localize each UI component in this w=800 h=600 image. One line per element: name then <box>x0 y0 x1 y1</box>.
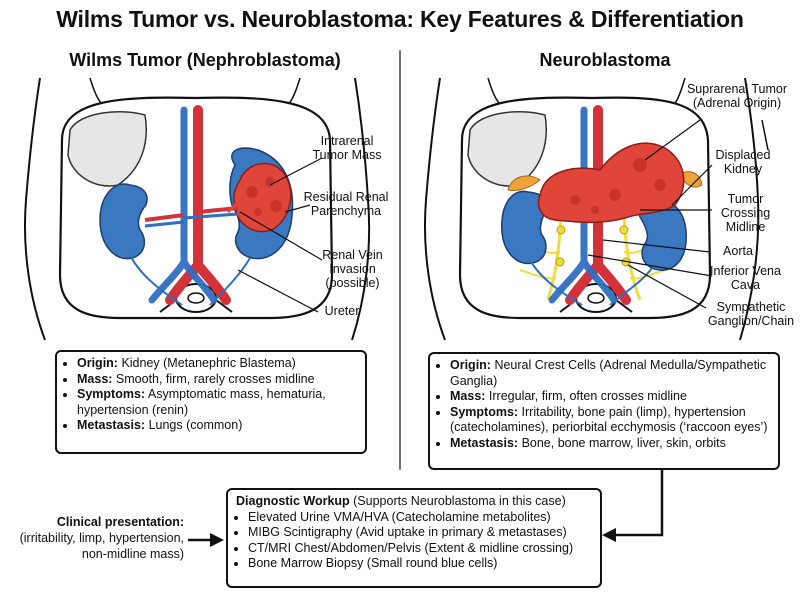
label-intrarenal-tumor: Intrarenal Tumor Mass <box>312 134 382 162</box>
workup-item: Elevated Urine VMA/HVA (Catecholamine me… <box>248 510 592 526</box>
neuroblastoma-heading: Neuroblastoma <box>539 50 671 70</box>
wilms-fact: Origin: Kidney (Metanephric Blastema) <box>77 356 357 372</box>
neuroblastoma-fact: Origin: Neural Crest Cells (Adrenal Medu… <box>450 358 770 389</box>
neuroblastoma-facts-box: Origin: Neural Crest Cells (Adrenal Medu… <box>428 352 780 470</box>
clinical-presentation: Clinical presentation: (irritability, li… <box>4 514 184 562</box>
wilms-fact-key: Metastasis: <box>77 418 146 432</box>
label-renal-vein-invasion: Renal Vein Invasion (possible) <box>322 248 383 290</box>
wilms-facts-box: Origin: Kidney (Metanephric Blastema)Mas… <box>55 350 367 454</box>
neuroblastoma-fact-value: Irritability, bone pain (limp), hyperten… <box>450 404 768 435</box>
neuroblastoma-fact-value: Bone, bone marrow, liver, skin, orbits <box>518 435 726 450</box>
label-tumor-crossing-midline: Tumor Crossing Midline <box>720 192 771 234</box>
wilms-fact: Symptoms: Asymptomatic mass, hematuria, … <box>77 387 357 418</box>
wilms-heading: Wilms Tumor (Nephroblastoma) <box>69 50 341 70</box>
workup-subtitle: (Supports Neuroblastoma in this case) <box>349 494 566 508</box>
wilms-fact-value: Kidney (Metanephric Blastema) <box>117 356 296 370</box>
neuroblastoma-fact-value: Irregular, firm, often crosses midline <box>485 389 687 403</box>
wilms-fact-value: Lungs (common) <box>145 418 243 432</box>
workup-item: Bone Marrow Biopsy (Small round blue cel… <box>248 556 592 572</box>
workup-heading: Diagnostic Workup (Supports Neuroblastom… <box>236 494 592 510</box>
neuroblastoma-illustration <box>423 77 769 341</box>
neuroblastoma-fact: Metastasis: Bone, bone marrow, liver, sk… <box>450 436 770 452</box>
page-title: Wilms Tumor vs. Neuroblastoma: Key Featu… <box>56 6 744 32</box>
wilms-fact: Metastasis: Lungs (common) <box>77 418 357 434</box>
neuroblastoma-fact-value: Neural Crest Cells (Adrenal Medulla/Symp… <box>450 358 767 388</box>
neuroblastoma-fact: Mass: Irregular, firm, often crosses mid… <box>450 389 770 405</box>
label-displaced-kidney: Displaced Kidney <box>715 148 771 176</box>
neuroblastoma-facts-list: Origin: Neural Crest Cells (Adrenal Medu… <box>438 358 770 451</box>
diagnostic-workup-box: Diagnostic Workup (Supports Neuroblastom… <box>226 488 602 588</box>
label-residual-parenchyma: Residual Renal Parenchyma <box>303 190 389 218</box>
workup-item: CT/MRI Chest/Abdomen/Pelvis (Extent & mi… <box>248 541 592 557</box>
workup-title: Diagnostic Workup <box>236 494 350 508</box>
wilms-fact-key: Origin: <box>77 356 118 370</box>
wilms-fact: Mass: Smooth, firm, rarely crosses midli… <box>77 372 357 388</box>
neuroblastoma-fact-key: Symptoms: <box>450 404 519 419</box>
wilms-fact-value: Smooth, firm, rarely crosses midline <box>112 371 315 386</box>
neuroblastoma-fact: Symptoms: Irritability, bone pain (limp)… <box>450 405 770 436</box>
clinical-title: Clinical presentation: <box>56 515 184 529</box>
wilms-fact-value: Asymptomatic mass, hematuria, hypertensi… <box>77 387 326 417</box>
label-aorta: Aorta <box>723 244 753 258</box>
label-suprarenal-tumor: Suprarenal Tumor (Adrenal Origin) <box>686 82 788 110</box>
wilms-fact-key: Symptoms: <box>77 387 146 401</box>
neuroblastoma-fact-key: Metastasis: <box>450 435 519 450</box>
wilms-facts-list: Origin: Kidney (Metanephric Blastema)Mas… <box>65 356 357 434</box>
label-ureter: Ureter <box>324 304 360 318</box>
wilms-illustration <box>23 77 371 341</box>
workup-item: MIBG Scintigraphy (Avid uptake in primar… <box>248 525 592 541</box>
label-sympathetic-chain: Sympathetic Ganglion/Chain <box>707 300 795 328</box>
label-ivc: Inferior Vena Cava <box>710 264 781 292</box>
neuroblastoma-fact-key: Mass: <box>450 389 486 403</box>
neuroblastoma-fact-key: Origin: <box>450 358 491 372</box>
wilms-fact-key: Mass: <box>77 371 113 386</box>
workup-list: Elevated Urine VMA/HVA (Catecholamine me… <box>236 510 592 572</box>
clinical-text: (irritability, limp, hypertension, non-m… <box>19 531 184 561</box>
